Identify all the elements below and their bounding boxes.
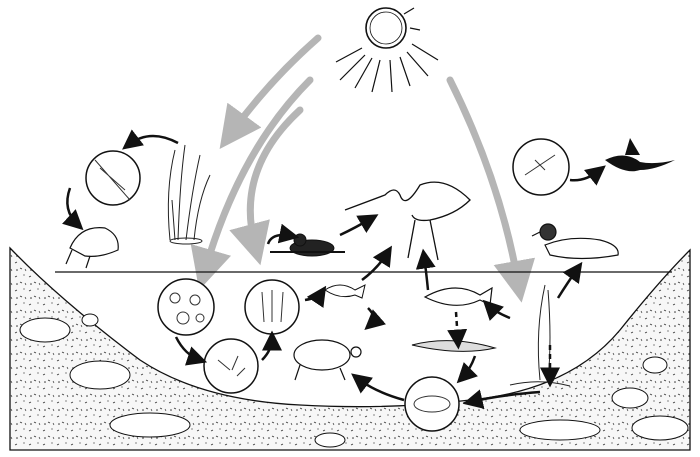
dragonfly-larvae-circle: [203, 338, 259, 394]
microorganisms-circle: [404, 376, 460, 432]
pond-basin-soil: [9, 246, 691, 451]
heron-icon: [344, 181, 471, 261]
small-fish-icon: [324, 284, 366, 299]
turtle-icon: [293, 339, 362, 381]
detritus-icon: [411, 340, 497, 352]
stones: [19, 313, 689, 448]
grebe-nest-icon: [270, 233, 345, 257]
carp-icon: [423, 286, 493, 306]
aquatic-plant-icon: [509, 284, 571, 387]
plankton-circle: [157, 278, 215, 336]
food-web-arrows: [62, 129, 606, 409]
sun-icon: [335, 7, 439, 93]
reeds-icon: [167, 144, 211, 245]
mallard-icon: [531, 223, 619, 260]
mosquito-circle: [512, 138, 570, 196]
frog-icon: [65, 227, 119, 269]
energy-arrows: [190, 34, 536, 303]
insect-larva-circle: [85, 150, 141, 206]
swallow-icon: [605, 138, 675, 172]
